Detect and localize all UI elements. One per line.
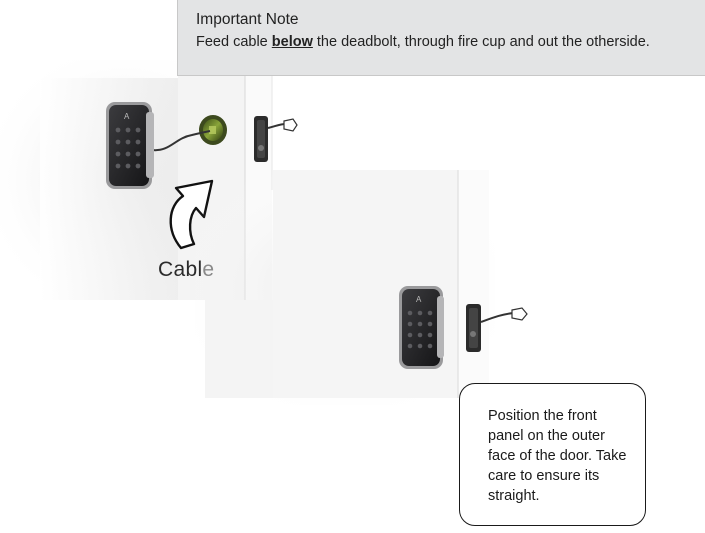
connector-bottom	[511, 307, 528, 321]
svg-text:A: A	[124, 112, 130, 121]
cable-top	[151, 130, 211, 152]
cable-label-l: l	[197, 258, 203, 281]
keypad-bottom: A	[399, 286, 444, 369]
note-text-bold: below	[271, 34, 313, 50]
note-text: Feed cable below the deadbolt, through f…	[196, 34, 705, 50]
important-note: Important Note Feed cable below the dead…	[177, 0, 705, 76]
instruction-callout: Position the front panel on the outer fa…	[459, 383, 646, 526]
note-title: Important Note	[196, 11, 299, 28]
connector-top	[283, 118, 298, 132]
cable-label: Cable	[158, 258, 214, 282]
deadbolt-bottom	[466, 304, 515, 352]
keypad-top: A	[106, 102, 154, 189]
cable-label-e: e	[202, 258, 215, 281]
note-text-after: the deadbolt, through fire cup and out t…	[312, 34, 650, 50]
cable-label-main: Cab	[158, 258, 198, 281]
callout-text: Position the front panel on the outer fa…	[488, 408, 627, 504]
note-text-before: Feed cable	[196, 34, 272, 50]
fire-cup	[199, 115, 227, 145]
svg-text:A: A	[416, 295, 422, 304]
